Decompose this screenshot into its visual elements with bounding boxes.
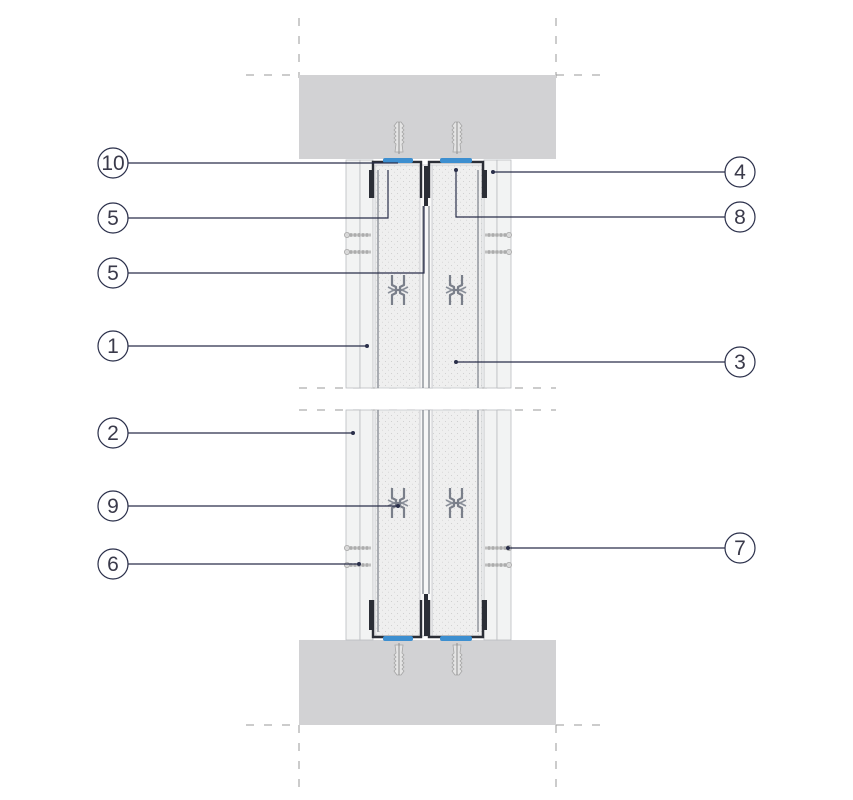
leader-dots	[351, 168, 510, 566]
wall-upper	[345, 159, 512, 389]
svg-text:9: 9	[107, 495, 119, 518]
stud-lines	[377, 170, 479, 632]
sealing-tape	[383, 158, 472, 641]
callout-2: 2	[97, 417, 129, 449]
svg-text:5: 5	[107, 262, 119, 285]
bottom-slab	[299, 640, 556, 725]
leader-lines	[128, 162, 725, 565]
svg-text:7: 7	[734, 537, 746, 560]
svg-text:5: 5	[107, 207, 119, 230]
edge-strips	[369, 166, 487, 636]
callout-1: 1	[97, 330, 129, 362]
callout-7: 7	[724, 532, 756, 564]
callout-6: 6	[97, 548, 129, 580]
svg-text:2: 2	[107, 422, 119, 445]
callout-5-upper: 5	[97, 202, 129, 234]
svg-text:4: 4	[734, 161, 746, 184]
callout-9: 9	[97, 490, 129, 522]
callout-3: 3	[724, 346, 756, 378]
callout-5-lower: 5	[97, 257, 129, 289]
svg-text:1: 1	[107, 335, 119, 358]
callout-10: 10	[97, 147, 129, 179]
svg-text:8: 8	[734, 206, 746, 229]
svg-text:3: 3	[734, 351, 746, 374]
callout-8: 8	[724, 201, 756, 233]
top-slab	[299, 75, 556, 159]
callout-4: 4	[724, 156, 756, 188]
svg-text:10: 10	[101, 152, 124, 175]
svg-text:6: 6	[107, 553, 119, 576]
